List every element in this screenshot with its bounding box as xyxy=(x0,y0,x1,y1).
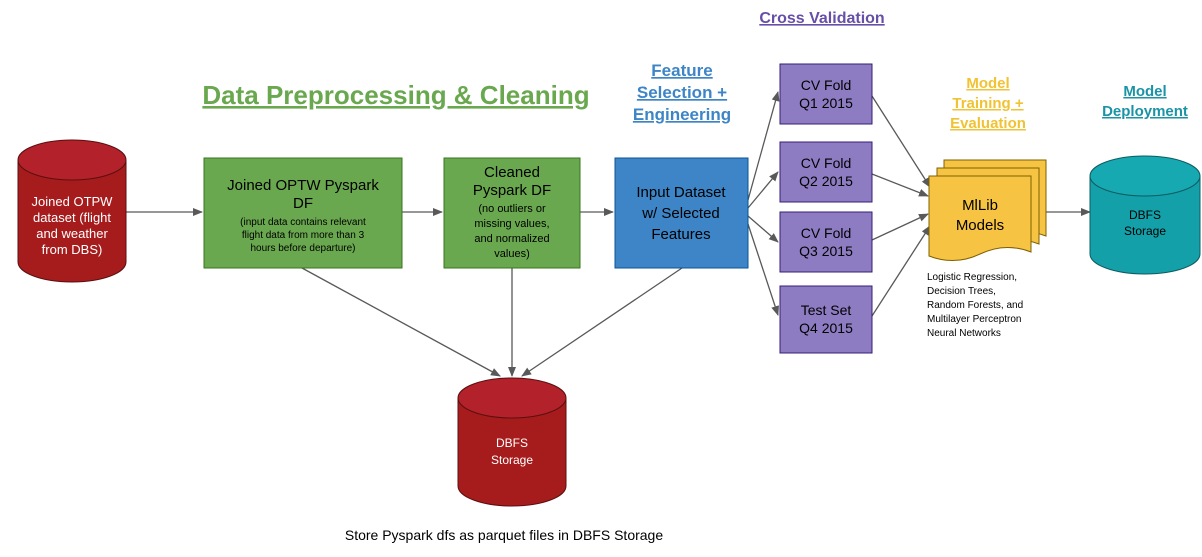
test-set-line1: Test Set xyxy=(801,302,852,318)
arrow-input-to-fold1 xyxy=(747,91,780,201)
arrow-input-to-fold3 xyxy=(747,215,779,243)
cv-fold-q3-line2: Q3 2015 xyxy=(799,243,853,259)
test-set-q4-box: Test Set Q4 2015 xyxy=(779,285,873,354)
heading-data-preprocessing: Data Preprocessing & Cleaning xyxy=(202,80,589,110)
central-storage-line2: Storage xyxy=(491,453,533,467)
connector-arrows xyxy=(126,91,1091,377)
deployment-storage-line2: Storage xyxy=(1124,224,1166,238)
cleaned-df-title-line1: Cleaned xyxy=(484,164,540,181)
arrow-input-to-fold2 xyxy=(747,171,779,209)
joined-df-note-line1: (input data contains relevant xyxy=(240,217,366,228)
heading-model-deployment: Model Deployment xyxy=(1102,83,1188,120)
deployment-storage-line1: DBFS xyxy=(1129,208,1161,222)
input-dataset-line1: Input Dataset xyxy=(636,184,726,201)
arrow-fold1-to-models xyxy=(871,95,931,188)
input-dataset-line2: w/ Selected xyxy=(641,205,720,222)
mllib-models-document-stack: MlLib Models xyxy=(928,159,1047,261)
arrow-joined-to-storage xyxy=(301,267,501,377)
arrow-fold2-to-models xyxy=(871,173,929,197)
heading-model-training-line3: Evaluation xyxy=(950,115,1026,132)
models-label-line1: MlLib xyxy=(962,197,998,214)
model-list-line3: Random Forests, and xyxy=(927,300,1023,311)
arrow-fold3-to-models xyxy=(871,213,929,241)
cv-fold-q1-box: CV Fold Q1 2015 xyxy=(779,63,873,125)
joined-df-title-line2: DF xyxy=(293,195,313,212)
heading-model-training-line2: Training + xyxy=(952,95,1024,112)
cv-fold-q2-line1: CV Fold xyxy=(801,155,852,171)
model-list-line1: Logistic Regression, xyxy=(927,272,1017,283)
heading-feature-selection: Feature Selection + Engineering xyxy=(633,61,731,124)
cv-fold-q1-line1: CV Fold xyxy=(801,77,852,93)
deployment-storage-cylinder: DBFS Storage xyxy=(1089,155,1201,275)
input-dataset-box: Input Dataset w/ Selected Features xyxy=(614,157,749,269)
joined-df-box: Joined OPTW Pyspark DF (input data conta… xyxy=(203,157,403,269)
cv-fold-q1-line2: Q1 2015 xyxy=(799,95,853,111)
cleaned-df-note-line4: values) xyxy=(494,248,529,260)
source-db-line4: from DBS) xyxy=(42,242,103,257)
test-set-line2: Q4 2015 xyxy=(799,320,853,336)
arrow-input-to-fold4 xyxy=(747,223,779,316)
cleaned-df-title-line2: Pyspark DF xyxy=(473,182,551,199)
model-list-text: Logistic Regression, Decision Trees, Ran… xyxy=(927,272,1023,339)
central-storage-cylinder: DBFS Storage xyxy=(457,377,567,507)
models-label-line2: Models xyxy=(956,217,1004,234)
joined-df-note-line2: flight data from more than 3 xyxy=(242,230,365,241)
joined-df-title-line1: Joined OPTW Pyspark xyxy=(227,177,379,194)
cv-fold-q3-box: CV Fold Q3 2015 xyxy=(779,211,873,273)
source-db-line2: dataset (flight xyxy=(33,210,111,225)
cv-fold-q3-line1: CV Fold xyxy=(801,225,852,241)
heading-feature-line1: Feature xyxy=(651,61,712,80)
source-db-line3: and weather xyxy=(36,226,108,241)
model-list-line2: Decision Trees, xyxy=(927,286,996,297)
heading-model-training-line1: Model xyxy=(966,75,1009,92)
heading-feature-line3: Engineering xyxy=(633,105,731,124)
arrow-input-to-storage xyxy=(521,267,683,377)
source-database-cylinder: Joined OTPW dataset (flight and weather … xyxy=(17,139,127,283)
source-db-line1: Joined OTPW xyxy=(32,194,114,209)
model-list-line5: Neural Networks xyxy=(927,328,1001,339)
heading-model-deployment-line2: Deployment xyxy=(1102,103,1188,120)
storage-caption: Store Pyspark dfs as parquet files in DB… xyxy=(345,527,663,543)
cleaned-df-note-line3: and normalized xyxy=(474,233,549,245)
model-list-line4: Multilayer Perceptron xyxy=(927,314,1021,325)
cleaned-df-box: Cleaned Pyspark DF (no outliers or missi… xyxy=(443,157,581,269)
heading-cross-validation: Cross Validation xyxy=(759,10,884,27)
joined-df-note-line3: hours before departure) xyxy=(250,243,355,254)
input-dataset-line3: Features xyxy=(651,226,710,243)
cv-fold-q2-line2: Q2 2015 xyxy=(799,173,853,189)
cv-fold-q2-box: CV Fold Q2 2015 xyxy=(779,141,873,203)
central-storage-line1: DBFS xyxy=(496,436,528,450)
cleaned-df-note-line1: (no outliers or xyxy=(478,203,546,215)
cleaned-df-note-line2: missing values, xyxy=(474,218,549,230)
arrow-fold4-to-models xyxy=(871,225,931,317)
heading-model-training: Model Training + Evaluation xyxy=(950,75,1026,132)
heading-model-deployment-line1: Model xyxy=(1123,83,1166,100)
heading-feature-line2: Selection + xyxy=(637,83,727,102)
